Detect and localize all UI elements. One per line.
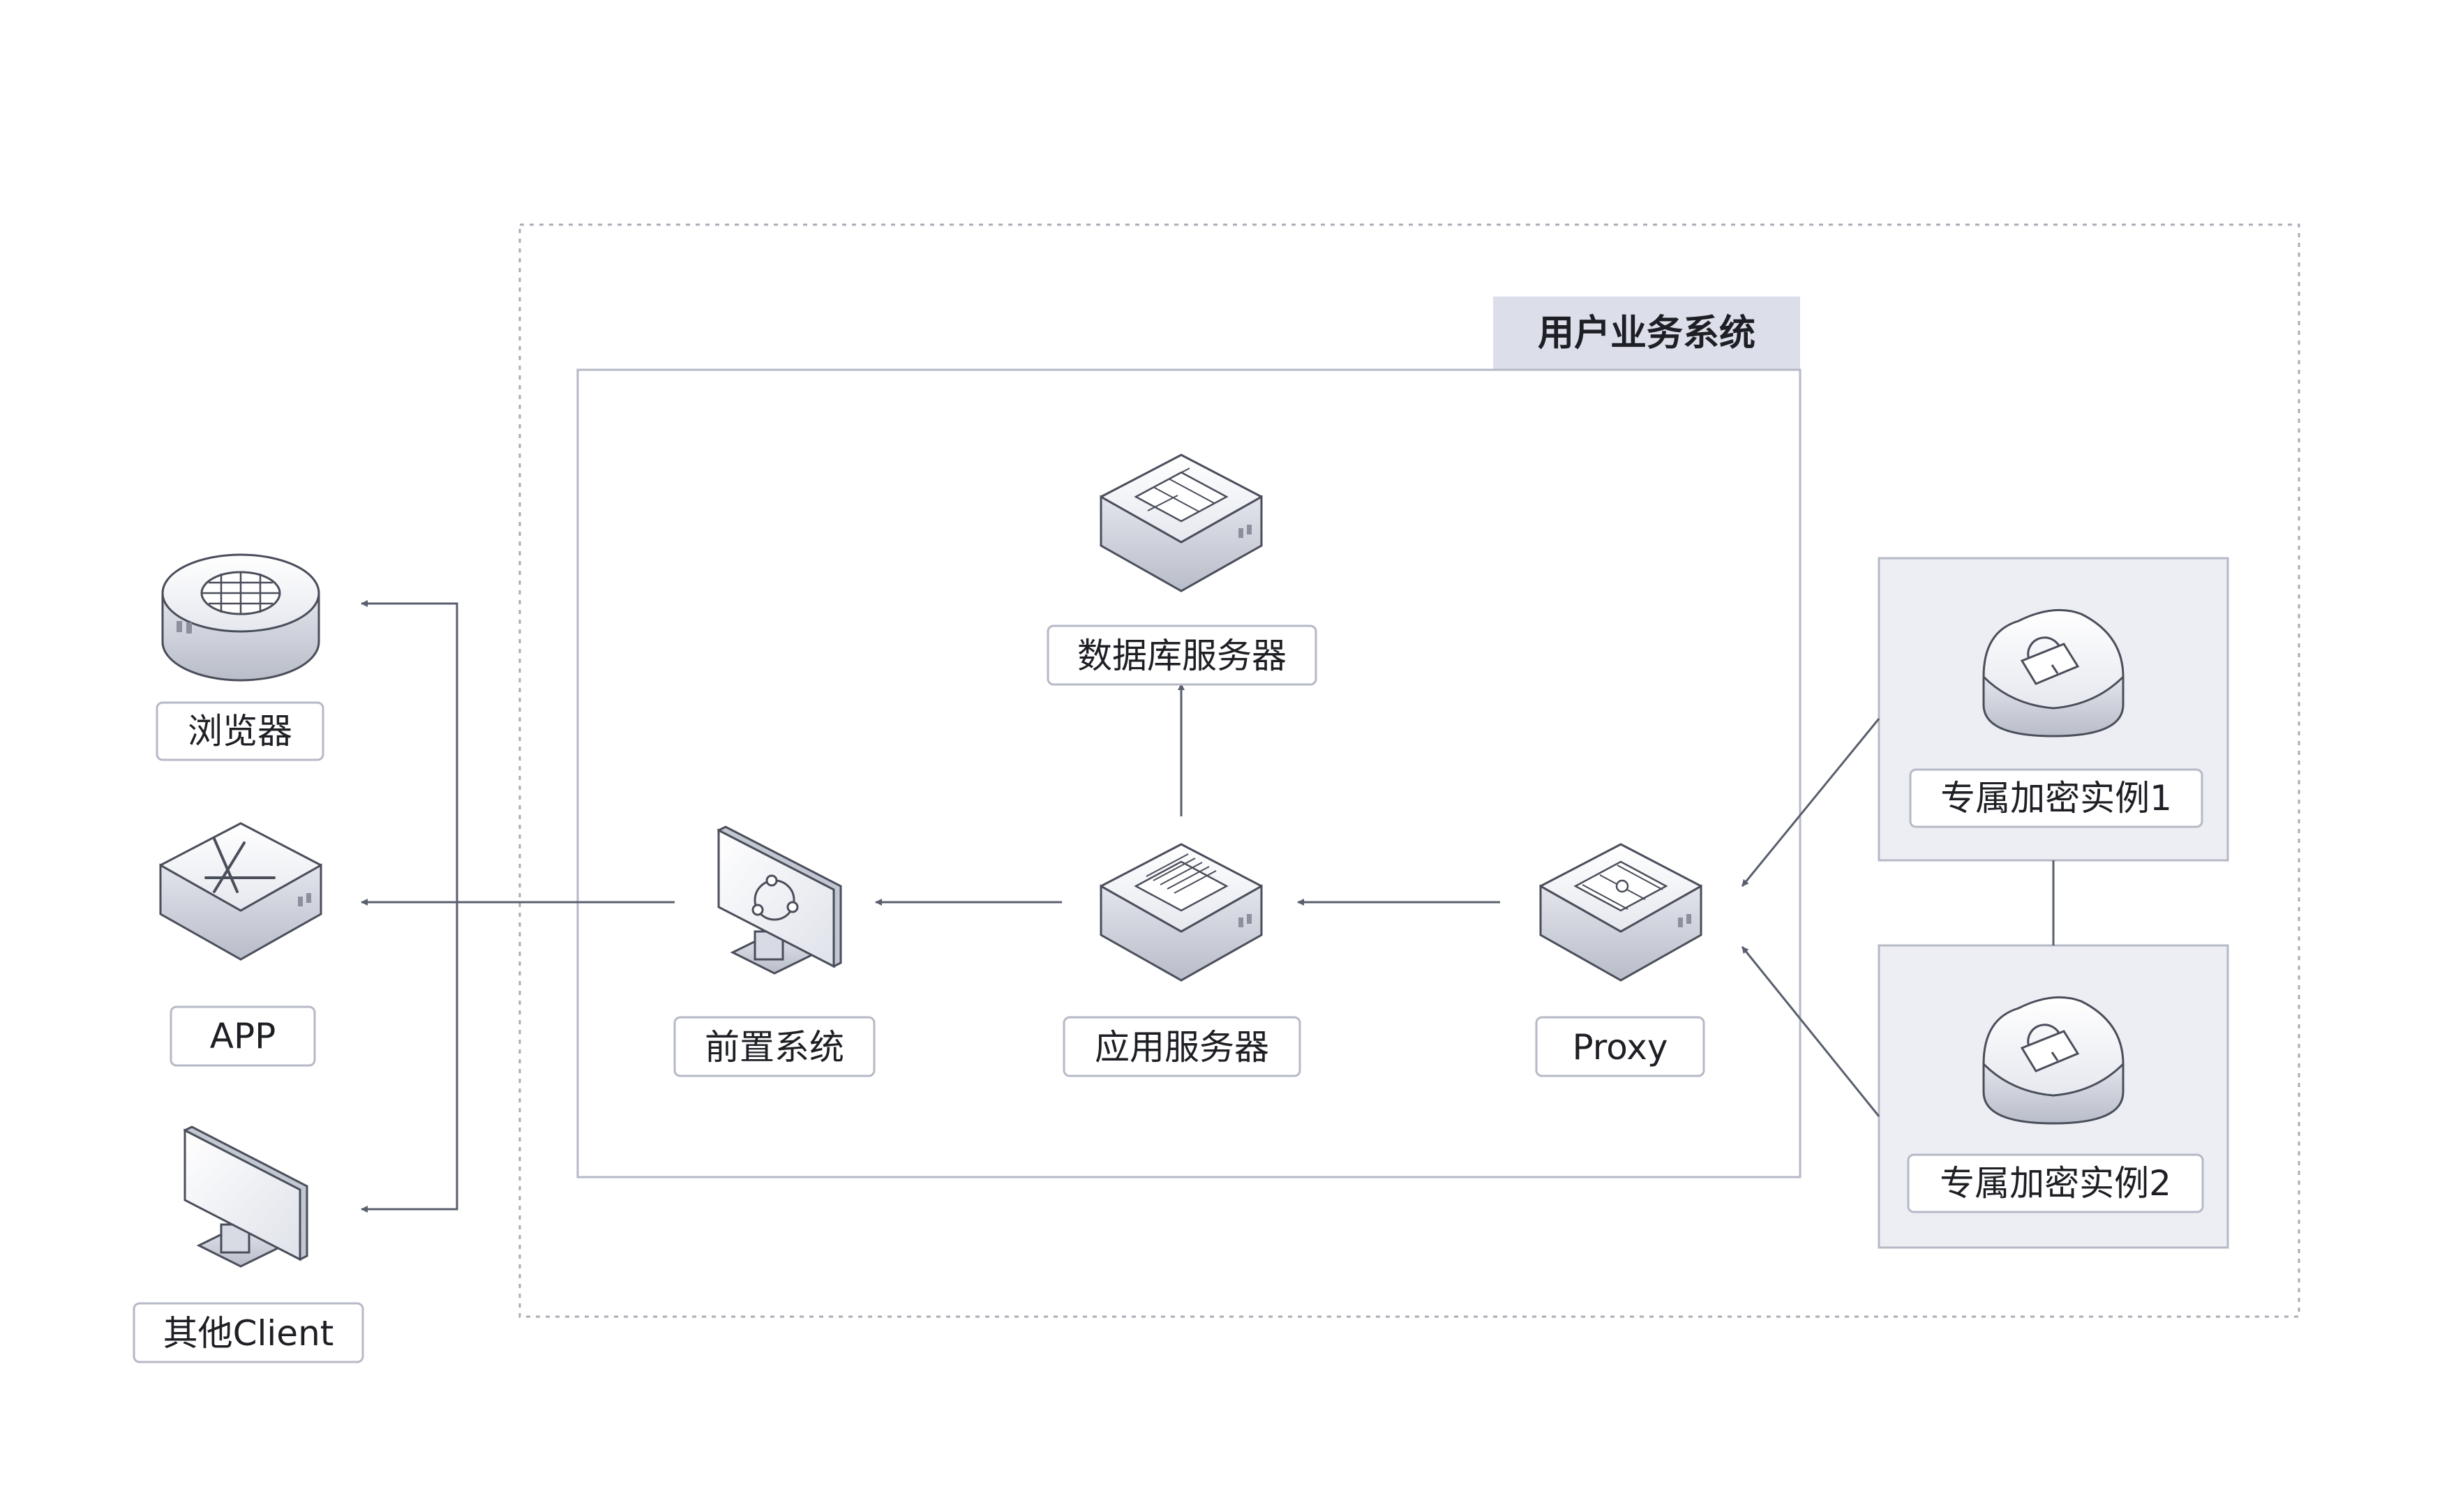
hsm2-label: 专属加密实例2 xyxy=(1940,1163,2171,1204)
browser-node: 浏览器 xyxy=(156,553,324,761)
other-client-node: 其他Client xyxy=(133,1125,364,1363)
app-server-label-box xyxy=(1063,1016,1301,1077)
shield-lock-icon xyxy=(1982,608,2125,738)
other-client-label-box xyxy=(133,1302,364,1363)
db-server-node: 数据库服务器 xyxy=(1047,454,1317,686)
system-title: 用户业务系统 xyxy=(1538,313,1755,354)
outer-boundary xyxy=(518,223,2300,1318)
app-server-node: 应用服务器 xyxy=(1063,843,1301,1077)
other-client-label: 其他Client xyxy=(163,1313,334,1354)
globe-device-icon xyxy=(161,553,320,682)
browser-label: 浏览器 xyxy=(188,711,292,751)
monitor-icon xyxy=(183,1125,308,1268)
front-system-node: 前置系统 xyxy=(673,825,876,1077)
browser-label-box xyxy=(156,701,324,761)
system-title-tab xyxy=(1493,297,1800,370)
db-server-label: 数据库服务器 xyxy=(1077,636,1287,676)
app-label-box xyxy=(170,1005,316,1067)
front-system-label: 前置系统 xyxy=(705,1027,844,1068)
hsm1-label: 专属加密实例1 xyxy=(1940,778,2172,818)
db-server-label-box xyxy=(1047,624,1317,686)
proxy-label-box xyxy=(1535,1016,1705,1077)
arrow-hsm1-to-proxy xyxy=(1741,718,1880,887)
app-store-device-icon xyxy=(159,822,322,961)
connectors xyxy=(361,600,1880,1213)
proxy-node: Proxy xyxy=(1535,843,1705,1077)
app-label: APP xyxy=(210,1016,276,1056)
front-system-label-box xyxy=(673,1016,876,1077)
server-icon xyxy=(1100,843,1263,982)
hsm2-label-box xyxy=(1907,1153,2204,1213)
hsm1-label-box xyxy=(1909,768,2203,828)
app-server-label: 应用服务器 xyxy=(1095,1027,1269,1068)
proxy-label: Proxy xyxy=(1573,1027,1668,1068)
database-server-icon xyxy=(1100,454,1263,592)
monitor-network-icon xyxy=(717,825,842,975)
app-node: APP xyxy=(159,822,322,1067)
hsm2-node: 专属加密实例2 xyxy=(1907,996,2204,1213)
arrow-hsm2-to-proxy xyxy=(1741,946,1880,1117)
hsm1-node: 专属加密实例1 xyxy=(1909,608,2203,828)
system-boundary xyxy=(576,368,1801,1178)
shield-lock-icon xyxy=(1982,996,2125,1125)
proxy-server-icon xyxy=(1539,843,1702,982)
bracket-line xyxy=(361,602,458,1211)
